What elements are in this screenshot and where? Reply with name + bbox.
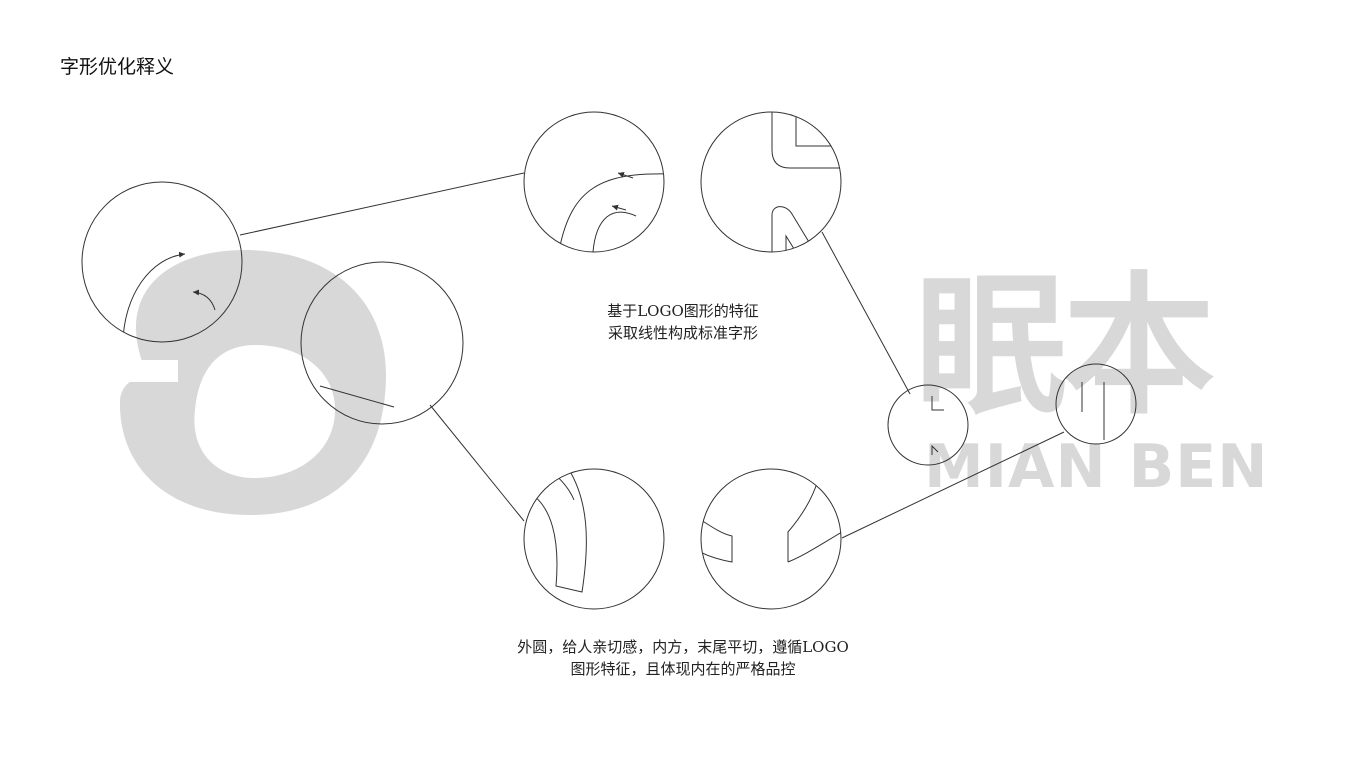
caption-bottom-line2: 图形特征，且体现内在的严格品控 (570, 660, 796, 678)
logo-watermark (118, 250, 387, 515)
caption-top-line2: 采取线性构成标准字形 (607, 324, 758, 342)
detail-circle-flat-cut (700, 468, 842, 610)
page-title: 字形优化释义 (60, 56, 175, 78)
connector-line (239, 172, 525, 236)
caption-bottom-line1: 外圆，给人亲切感，内方，末尾平切，遵循LOGO (517, 638, 849, 656)
detail-circle-curved-stroke (523, 468, 665, 610)
connector-lines (239, 172, 1065, 539)
detail-circle-outer-round (523, 111, 665, 253)
brand-name-cn: 眠本 (915, 258, 1215, 435)
caption-top-line1: 基于LOGO图形的特征 (607, 302, 759, 320)
connector-line (821, 231, 911, 395)
caption-bottom: 外圆，给人亲切感，内方，末尾平切，遵循LOGO 图形特征，且体现内在的严格品控 (463, 636, 903, 680)
magnifier-circle-small-left (887, 384, 969, 466)
connector-line (429, 404, 525, 522)
magnifier-circle-middle (300, 261, 464, 425)
connector-line (841, 431, 1065, 539)
magnifier-circle-small-right (1055, 363, 1137, 445)
caption-top: 基于LOGO图形的特征 采取线性构成标准字形 (553, 300, 813, 344)
magnifier-circle-left (81, 181, 243, 343)
detail-circle-inner-square (700, 111, 842, 253)
